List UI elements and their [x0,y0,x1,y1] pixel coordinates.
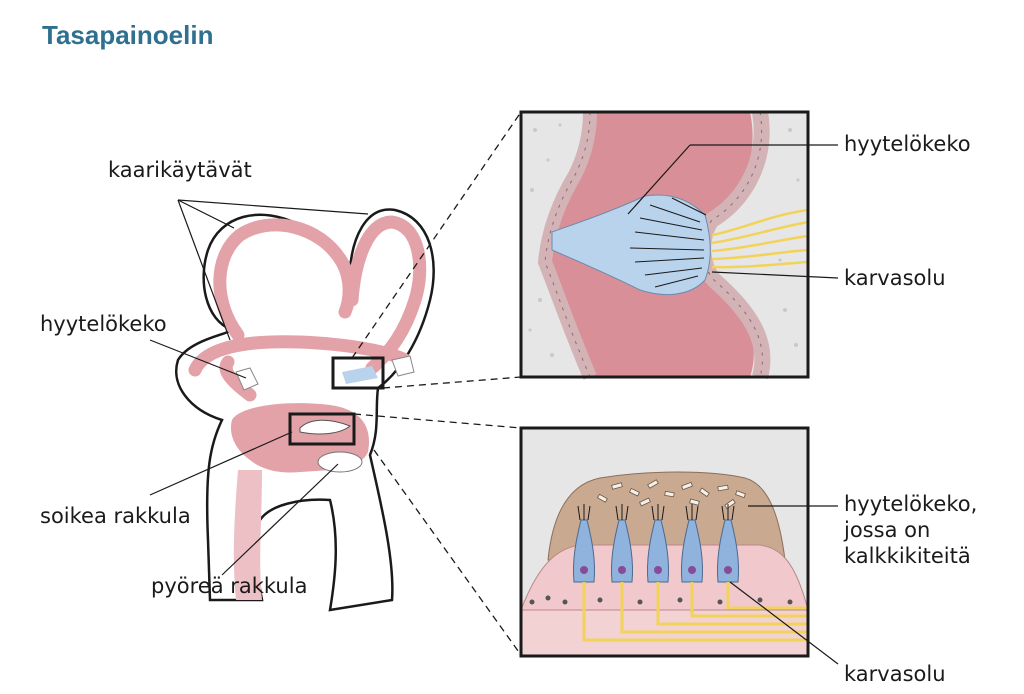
label-hyytelokeko-left: hyytelökeko [40,312,167,336]
hair-bundles-top [629,197,707,288]
nerve-fibres-top [711,208,809,269]
small-cupula [342,366,378,384]
small-saccule [317,451,363,473]
stereocilia [577,504,735,521]
bone-speckles [528,123,800,357]
right-leader-lines [627,144,839,665]
page-title: Tasapainoelin [42,20,214,50]
label-hyytelokeko-bottom-3: kalkkikiteitä [844,544,971,568]
label-soikea-rakkula: soikea rakkula [40,504,191,528]
label-kaarikaytavat: kaarikäytävät [108,158,252,182]
semicircular-canals [188,215,427,402]
label-karvasolu-bottom: karvasolu [844,662,946,686]
ampulla-fan-right [391,355,415,377]
label-pyorea-rakkula: pyöreä rakkula [151,574,308,598]
left-leader-lines [149,199,369,576]
small-utricle [299,419,351,435]
macula-detail-panel [519,426,810,658]
cupula-detail-panel [519,110,810,380]
cochlear-duct [233,470,262,600]
zoom-lines [351,111,522,656]
label-hyytelokeko-bottom-2: jossa on [844,518,931,542]
highlight-box-cupula [331,356,385,390]
cupula [551,194,711,296]
label-hyytelokeko-top: hyytelökeko [844,132,971,156]
highlight-box-macula [288,412,356,446]
label-karvasolu-top: karvasolu [844,266,946,290]
supporting-nuclei [529,595,793,605]
ampulla-fan-left [235,367,259,391]
inner-ear-illustration [175,208,435,612]
nerve-fibres-bottom [582,582,808,642]
hair-cells [573,519,739,583]
otoconia [596,479,746,510]
label-hyytelokeko-bottom-1: hyytelökeko, [844,492,978,516]
